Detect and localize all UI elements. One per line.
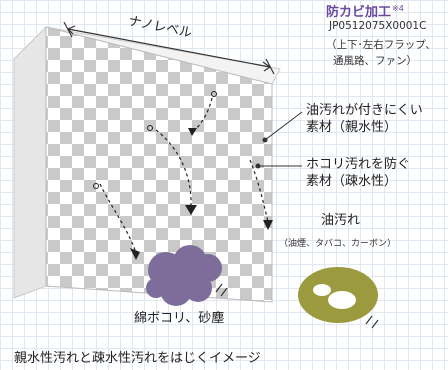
hydrophobic-label-1: ホコリ汚れを防ぐ [306, 157, 411, 172]
dust-particle [146, 245, 222, 306]
scale-bar [63, 21, 275, 75]
spec-code: JP0512075X0001C [329, 20, 427, 32]
hydrophilic-pointer [264, 111, 303, 141]
trajectory-arrowheads [130, 128, 273, 260]
title-note: ※4 [392, 3, 404, 13]
oil-sub-label: （油煙、タバコ、カーボン） [279, 239, 397, 249]
hydrophilic-label-2: 素材（親水性） [306, 120, 398, 135]
oil-label: 油汚れ [321, 213, 361, 228]
dust-label: 綿ボコリ、砂塵 [134, 311, 225, 326]
trajectories [99, 97, 269, 251]
hydrophobic-label-2: 素材（疎水性） [306, 174, 398, 189]
title-main: 防カビ加工 [326, 5, 392, 20]
spec-line-2: 通風路、ファン） [333, 55, 417, 67]
title: 防カビ加工※4 [326, 1, 404, 20]
block-left-face [13, 25, 47, 299]
trajectory-starts [93, 91, 217, 189]
hydrophilic-label-1: 油汚れが付きにくい [306, 103, 423, 118]
caption: 親水性汚れと疎水性汚れをはじくイメージ [14, 351, 261, 366]
spec-line-1: （上下･左右フラップ、 [326, 39, 436, 51]
